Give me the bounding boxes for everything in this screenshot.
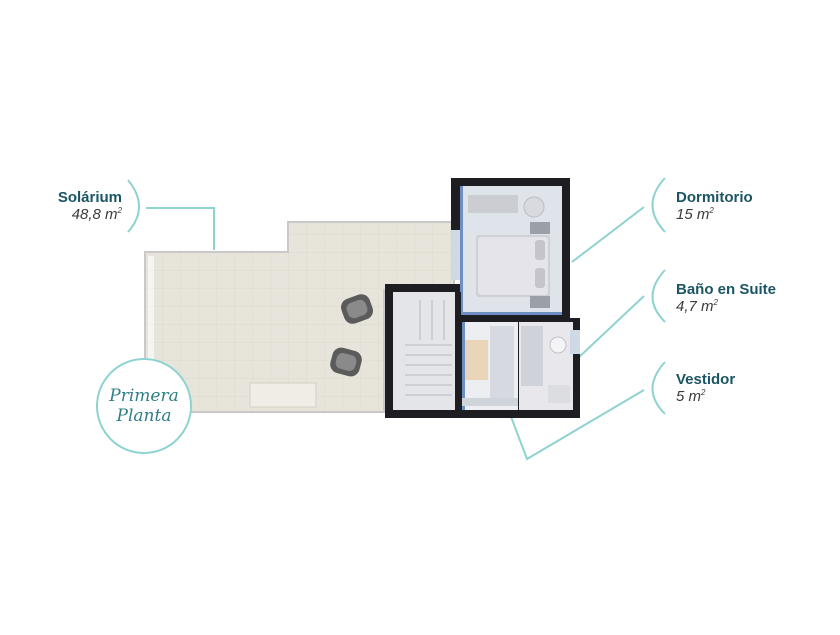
label-bano-en-suite: Baño en Suite 4,7 m2 [676, 281, 826, 315]
room-area-vestidor: 5 m2 [676, 387, 706, 405]
label-solarium: Solárium 48,8 m2 [30, 189, 122, 223]
dormitorio-bracket [651, 177, 666, 233]
room-name-bano: Baño en Suite [676, 281, 777, 298]
room-name-dormitorio: Dormitorio [676, 189, 753, 206]
interior-building [385, 178, 580, 418]
solarium-leader [146, 207, 215, 250]
label-dormitorio: Dormitorio 15 m2 [676, 189, 826, 223]
dormitorio-leader [571, 206, 645, 263]
room-area-bano: 4,7 m2 [676, 297, 718, 315]
floor-badge-line1: Primera [109, 385, 179, 406]
floor-badge: Primera Planta [96, 358, 192, 454]
terrace-bench [249, 382, 317, 408]
lounge-chair [330, 347, 362, 377]
vestidor-leader [509, 389, 645, 461]
room-area-dormitorio: 15 m2 [676, 205, 714, 223]
room-name-vestidor: Vestidor [676, 371, 736, 388]
room-name-solarium: Solárium [57, 189, 122, 206]
solarium-bracket [127, 179, 140, 233]
stairs [393, 292, 455, 410]
lounge-chair [340, 294, 374, 324]
room-area-solarium: 48,8 m2 [71, 205, 122, 223]
label-vestidor: Vestidor 5 m2 [676, 371, 826, 405]
bano-leader [575, 295, 645, 361]
floor-badge-line2: Planta [116, 406, 172, 426]
vestidor-bracket [651, 361, 666, 415]
bano-bracket [651, 269, 666, 323]
callout-lines [127, 177, 666, 461]
